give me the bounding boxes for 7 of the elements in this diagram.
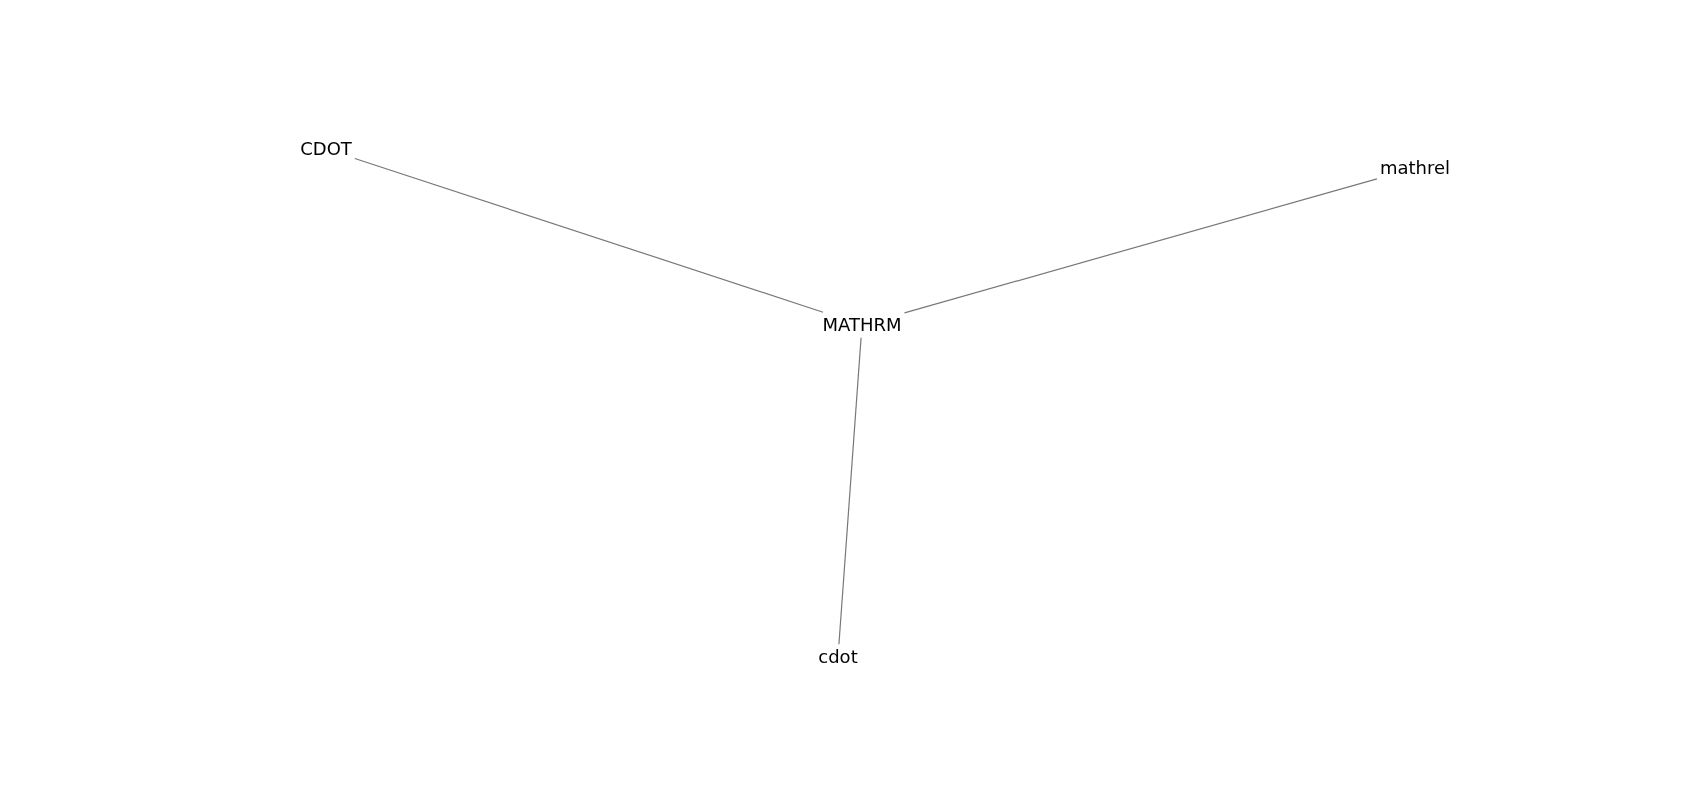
connector-line (903, 178, 1378, 314)
connector-line (838, 337, 862, 645)
node-label: cdot (815, 644, 861, 670)
node-label: CDOT (297, 136, 355, 162)
connector-line (354, 157, 824, 313)
node-label: MATHRM (819, 312, 905, 338)
node-label: mathrel (1376, 155, 1454, 181)
